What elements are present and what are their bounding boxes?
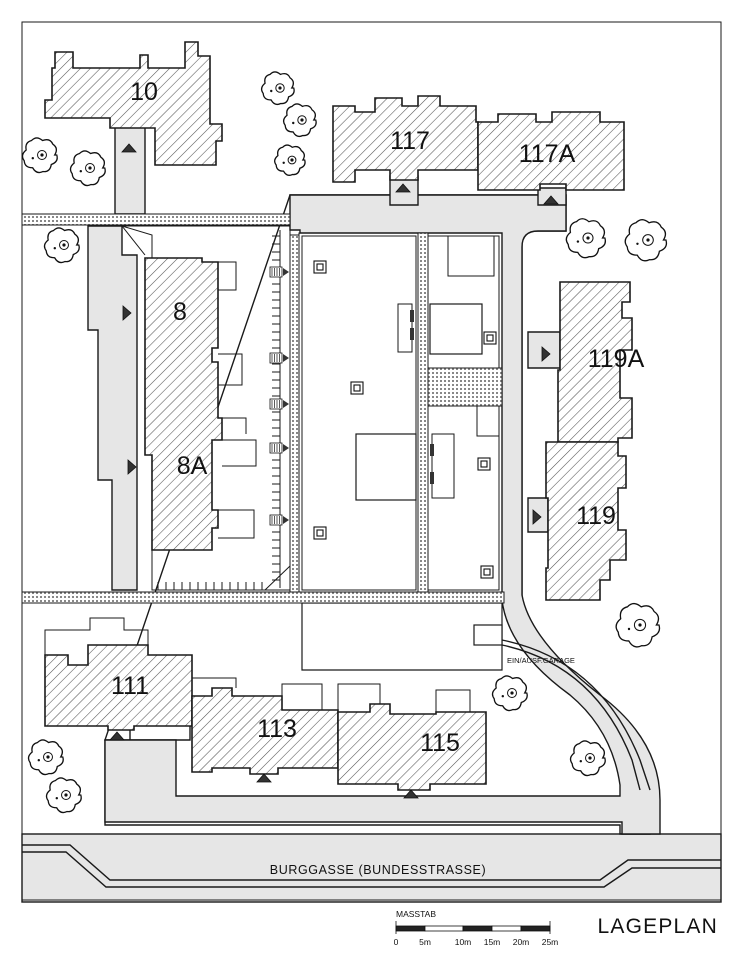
garage-entrance-label: EIN/AUSF.GARAGE bbox=[507, 656, 575, 665]
tree-icon bbox=[21, 137, 58, 174]
tree-icon bbox=[43, 227, 80, 264]
scale-tick-25m: 25m bbox=[542, 937, 559, 947]
tree-icon bbox=[565, 218, 607, 259]
building-label-117: 117 bbox=[390, 127, 430, 155]
tree-icon bbox=[491, 675, 528, 712]
building-label-117A: 117A bbox=[519, 140, 576, 168]
building-label-119A: 119A bbox=[588, 345, 645, 373]
tree-icon bbox=[260, 71, 295, 106]
scale-tick-20m: 20m bbox=[513, 937, 530, 947]
tree-icon bbox=[624, 219, 668, 262]
building-115: 115 bbox=[337, 683, 487, 791]
scale-tick-5m: 5m bbox=[419, 937, 431, 947]
scale-label: MASSTAB bbox=[396, 909, 436, 919]
building-119A: 119A bbox=[557, 281, 645, 443]
street-burggasse bbox=[21, 833, 722, 903]
tree-icon bbox=[69, 150, 106, 187]
building-label-113: 113 bbox=[257, 715, 297, 743]
building-10: 10 bbox=[44, 41, 223, 166]
scale-tick-0: 0 bbox=[394, 937, 399, 947]
parking-tick-marks bbox=[157, 235, 289, 590]
building-111: 111 bbox=[44, 617, 193, 731]
building-label-10: 10 bbox=[130, 78, 158, 106]
scale-tick-15m: 15m bbox=[484, 937, 501, 947]
tree-icon bbox=[615, 602, 661, 648]
trees bbox=[21, 71, 668, 814]
building-117A: 117A bbox=[477, 111, 625, 191]
building-113: 113 bbox=[191, 677, 339, 775]
entrance-markers bbox=[109, 143, 559, 799]
building-label-8A: 8A bbox=[177, 452, 208, 480]
building-8: 8 8A bbox=[144, 257, 257, 551]
street-label: BURGGASSE (BUNDESSTRASSE) bbox=[270, 863, 486, 877]
plan-title: LAGEPLAN bbox=[598, 915, 719, 938]
building-label-8: 8 bbox=[173, 298, 187, 326]
tree-icon bbox=[45, 777, 82, 814]
building-119: 119 bbox=[545, 441, 627, 601]
building-117: 117 bbox=[332, 95, 479, 183]
tree-icon bbox=[27, 739, 64, 776]
tree-icon bbox=[274, 144, 306, 176]
tree-icon bbox=[282, 103, 317, 138]
scale-tick-10m: 10m bbox=[455, 937, 472, 947]
scale-bar: MASSTAB 0 5m 10m 15m 20m 25m bbox=[394, 909, 559, 947]
garage-structure bbox=[298, 232, 503, 646]
building-label-119: 119 bbox=[576, 502, 616, 530]
building-label-111: 111 bbox=[111, 672, 149, 700]
building-label-115: 115 bbox=[420, 729, 460, 757]
tree-icon bbox=[569, 740, 606, 777]
